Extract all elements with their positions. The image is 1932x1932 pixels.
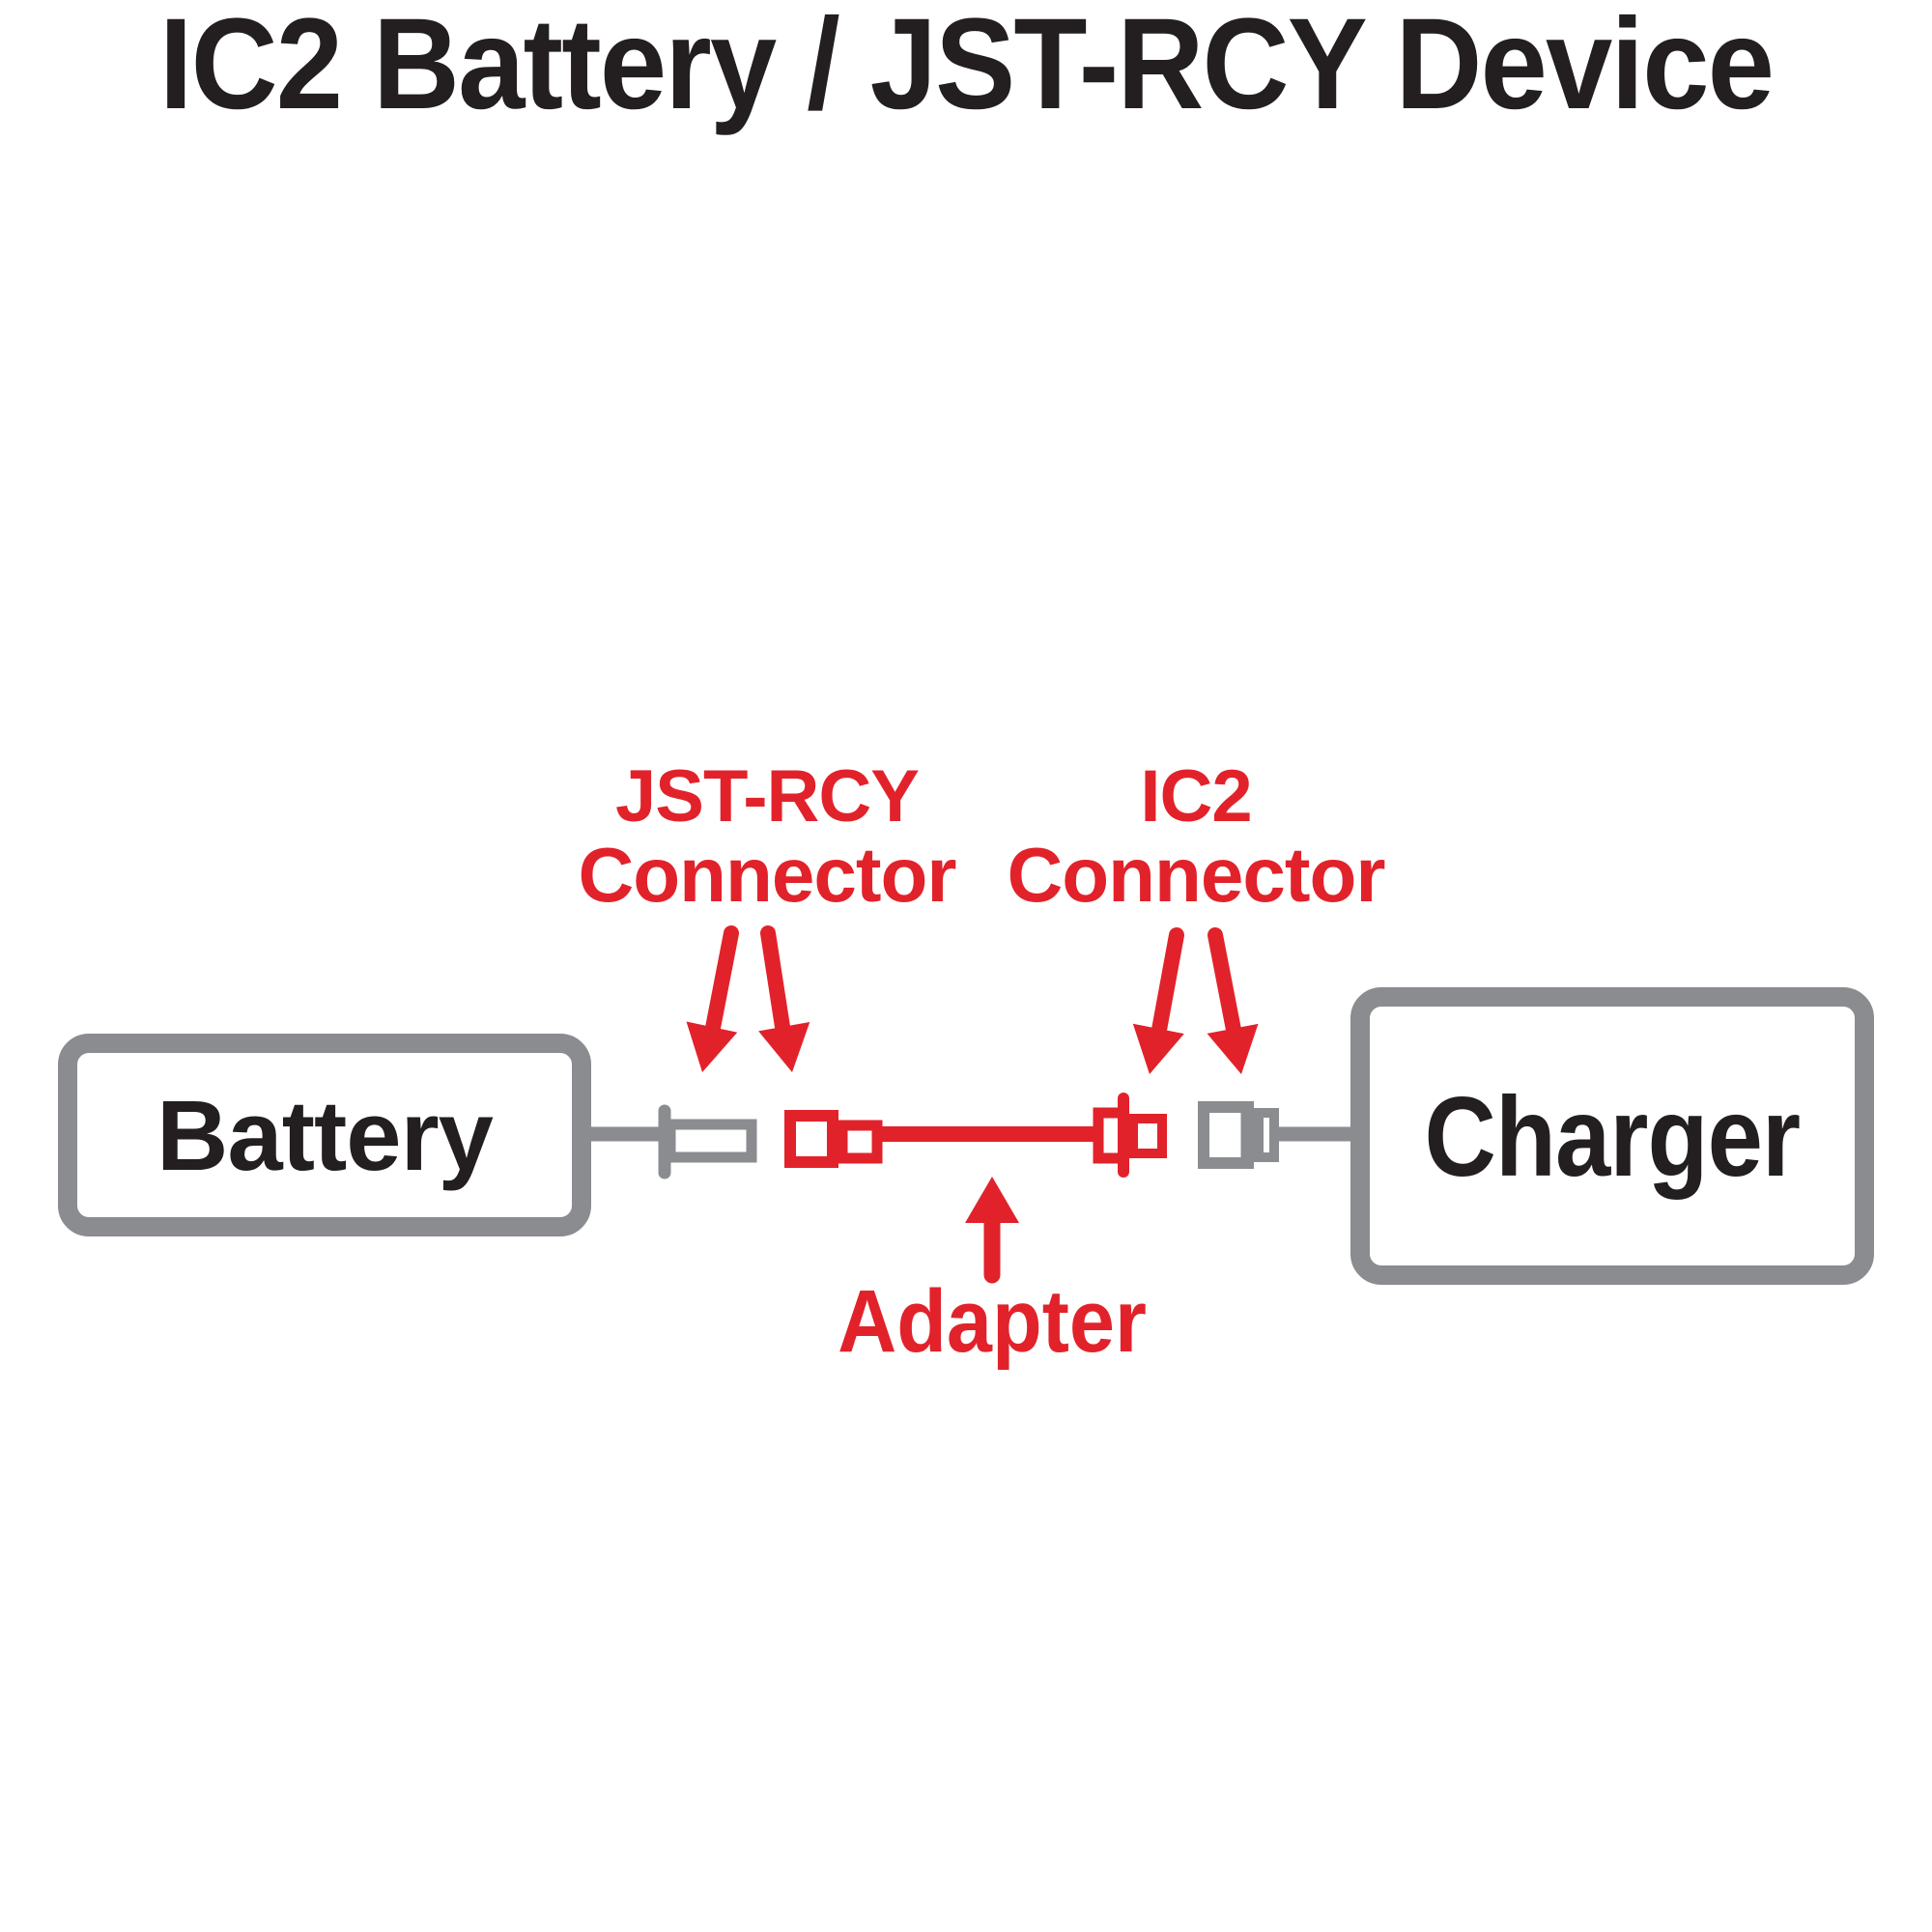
ic2-receptacle-icon <box>1198 1101 1279 1169</box>
down-arrow-icon <box>686 925 739 1072</box>
page-title: IC2 Battery / JST-RCY Device <box>158 0 1775 136</box>
ic2-plug-icon <box>1093 1093 1167 1178</box>
jst-rcy-plug-icon <box>658 1104 757 1179</box>
down-arrow-icon <box>758 925 810 1072</box>
battery-node-label: Battery <box>58 1034 591 1236</box>
charger-node-label: Charger <box>1350 987 1874 1285</box>
charger-label-text: Charger <box>1424 1072 1802 1200</box>
up-arrow-icon <box>965 1177 1019 1284</box>
down-arrow-icon <box>1132 927 1184 1074</box>
ic2-connector-label-line1: IC2 <box>1140 755 1252 838</box>
jst-rcy-connector-label-line2: Connector <box>578 832 957 918</box>
jst-rcy-connector-label-line1: JST-RCY <box>615 755 920 838</box>
jst-rcy-receptacle-icon <box>784 1110 883 1168</box>
adapter-label: Adapter <box>838 1272 1147 1371</box>
ic2-connector-label-line2: Connector <box>1007 832 1386 918</box>
down-arrow-icon <box>1207 927 1259 1074</box>
battery-box <box>58 1034 591 1236</box>
battery-label-text: Battery <box>156 1079 494 1191</box>
charger-box <box>1350 987 1874 1285</box>
